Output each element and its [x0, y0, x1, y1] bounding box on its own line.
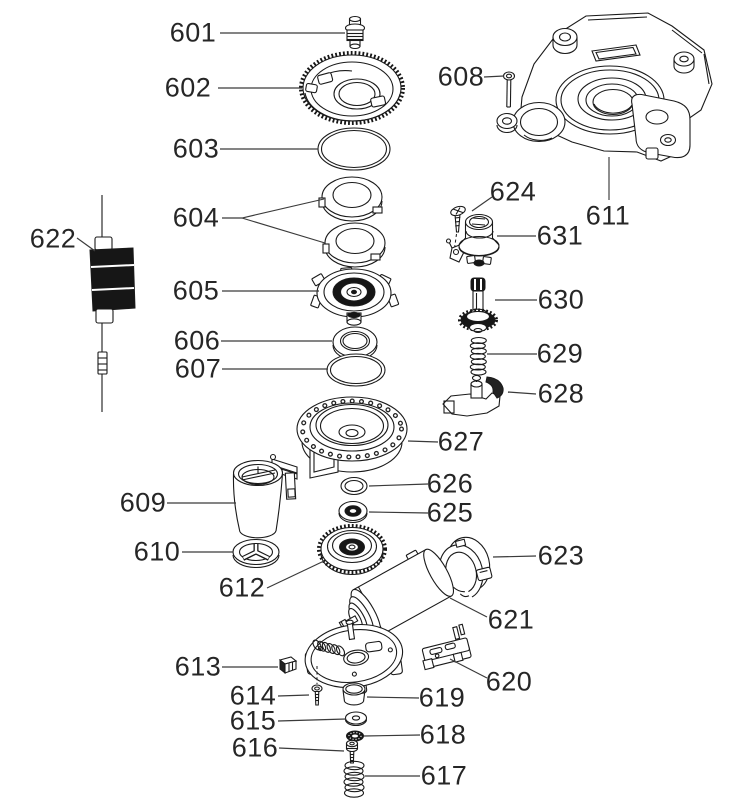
leader-line-615 — [277, 718, 347, 722]
part-619-bushing-drawing — [342, 682, 366, 706]
part-621-motor-drawing — [338, 548, 454, 638]
part-613-block-drawing — [278, 656, 298, 675]
leader-line-604 — [241, 217, 326, 244]
part-601-screw-drawing — [344, 15, 366, 50]
part-616-screw-drawing — [345, 739, 359, 764]
part-629-spring-drawing — [469, 336, 487, 376]
leader-line-628 — [507, 391, 537, 395]
part-618-locknut-drawing — [346, 730, 364, 742]
part-623-clamp-ring-drawing — [438, 536, 493, 607]
part-627-drum-drawing — [296, 396, 408, 479]
leader-line-625 — [368, 511, 429, 514]
part-614-screw-drawing — [311, 684, 323, 706]
leader-line-618 — [363, 734, 421, 737]
part-622-cable-drawing — [89, 195, 136, 412]
part-621-gearcase-pan-drawing — [304, 619, 404, 696]
leader-line-619 — [366, 696, 420, 699]
part-631-spindle-lock-drawing — [445, 213, 500, 267]
part-625-bearing-drawing — [338, 500, 368, 523]
leader-line-623 — [492, 555, 537, 558]
part-608-screw-drawing — [502, 71, 516, 108]
leader-line-612 — [266, 560, 325, 589]
part-609-cup-drawing — [232, 453, 298, 539]
leader-line-627 — [407, 440, 439, 443]
part-630-spindle-gear-drawing — [458, 277, 498, 334]
part-607-ring-drawing — [326, 353, 386, 387]
part-612-gear-drawing — [317, 524, 387, 575]
leader-line-604 — [222, 198, 325, 219]
part-617-spring-drawing — [343, 760, 365, 798]
part-605-cam-plate-drawing — [310, 267, 400, 326]
leader-line-624 — [471, 196, 493, 212]
part-628-latch-drawing — [442, 374, 504, 417]
part-611-housing-plate-drawing — [496, 12, 713, 162]
part-624-screw-drawing — [450, 205, 466, 253]
leader-line-621 — [449, 597, 488, 618]
leader-lines — [76, 32, 610, 777]
leader-line-608 — [483, 75, 505, 78]
part-626-washer-drawing — [340, 476, 368, 496]
leader-line-620 — [449, 658, 488, 679]
part-602-ring-gear-drawing — [299, 51, 405, 125]
part-606-ring-drawing — [332, 326, 378, 361]
leader-line-616 — [278, 747, 345, 752]
part-610-ring-drawing — [232, 538, 280, 569]
part-604-rings-drawing — [318, 176, 386, 268]
part-603-o-ring-drawing — [317, 127, 391, 171]
leader-line-626 — [368, 483, 429, 487]
part-620-bracket-drawing — [421, 623, 472, 671]
leader-line-622 — [76, 237, 96, 252]
leader-line-614 — [277, 694, 310, 697]
part-615-washer-drawing — [344, 711, 368, 727]
